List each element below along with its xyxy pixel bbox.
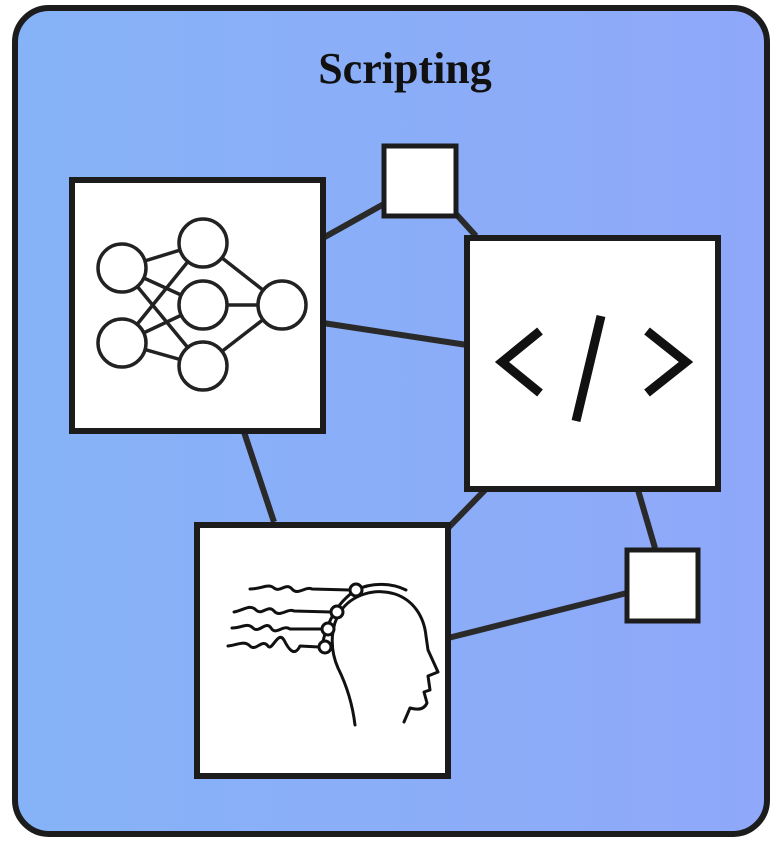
edge-network-small-top (321, 201, 386, 241)
edge-network-code (322, 320, 468, 348)
edge-small-top-code (453, 211, 479, 239)
edge-network-eeg (241, 431, 277, 523)
eeg-head-node (194, 522, 451, 779)
panel-title: Scripting (318, 44, 492, 93)
eeg-head-icon (226, 582, 440, 727)
edge-code-eeg (445, 487, 488, 531)
edge-eeg-small-right (447, 590, 628, 641)
small-node-top (381, 143, 459, 219)
code-node (464, 235, 721, 492)
neural-network-icon (96, 217, 308, 392)
small-node-right (624, 547, 701, 624)
code-tag-icon (494, 314, 694, 423)
neural-network-node (69, 177, 326, 434)
connections (241, 201, 658, 641)
edge-code-small-right (635, 489, 658, 549)
